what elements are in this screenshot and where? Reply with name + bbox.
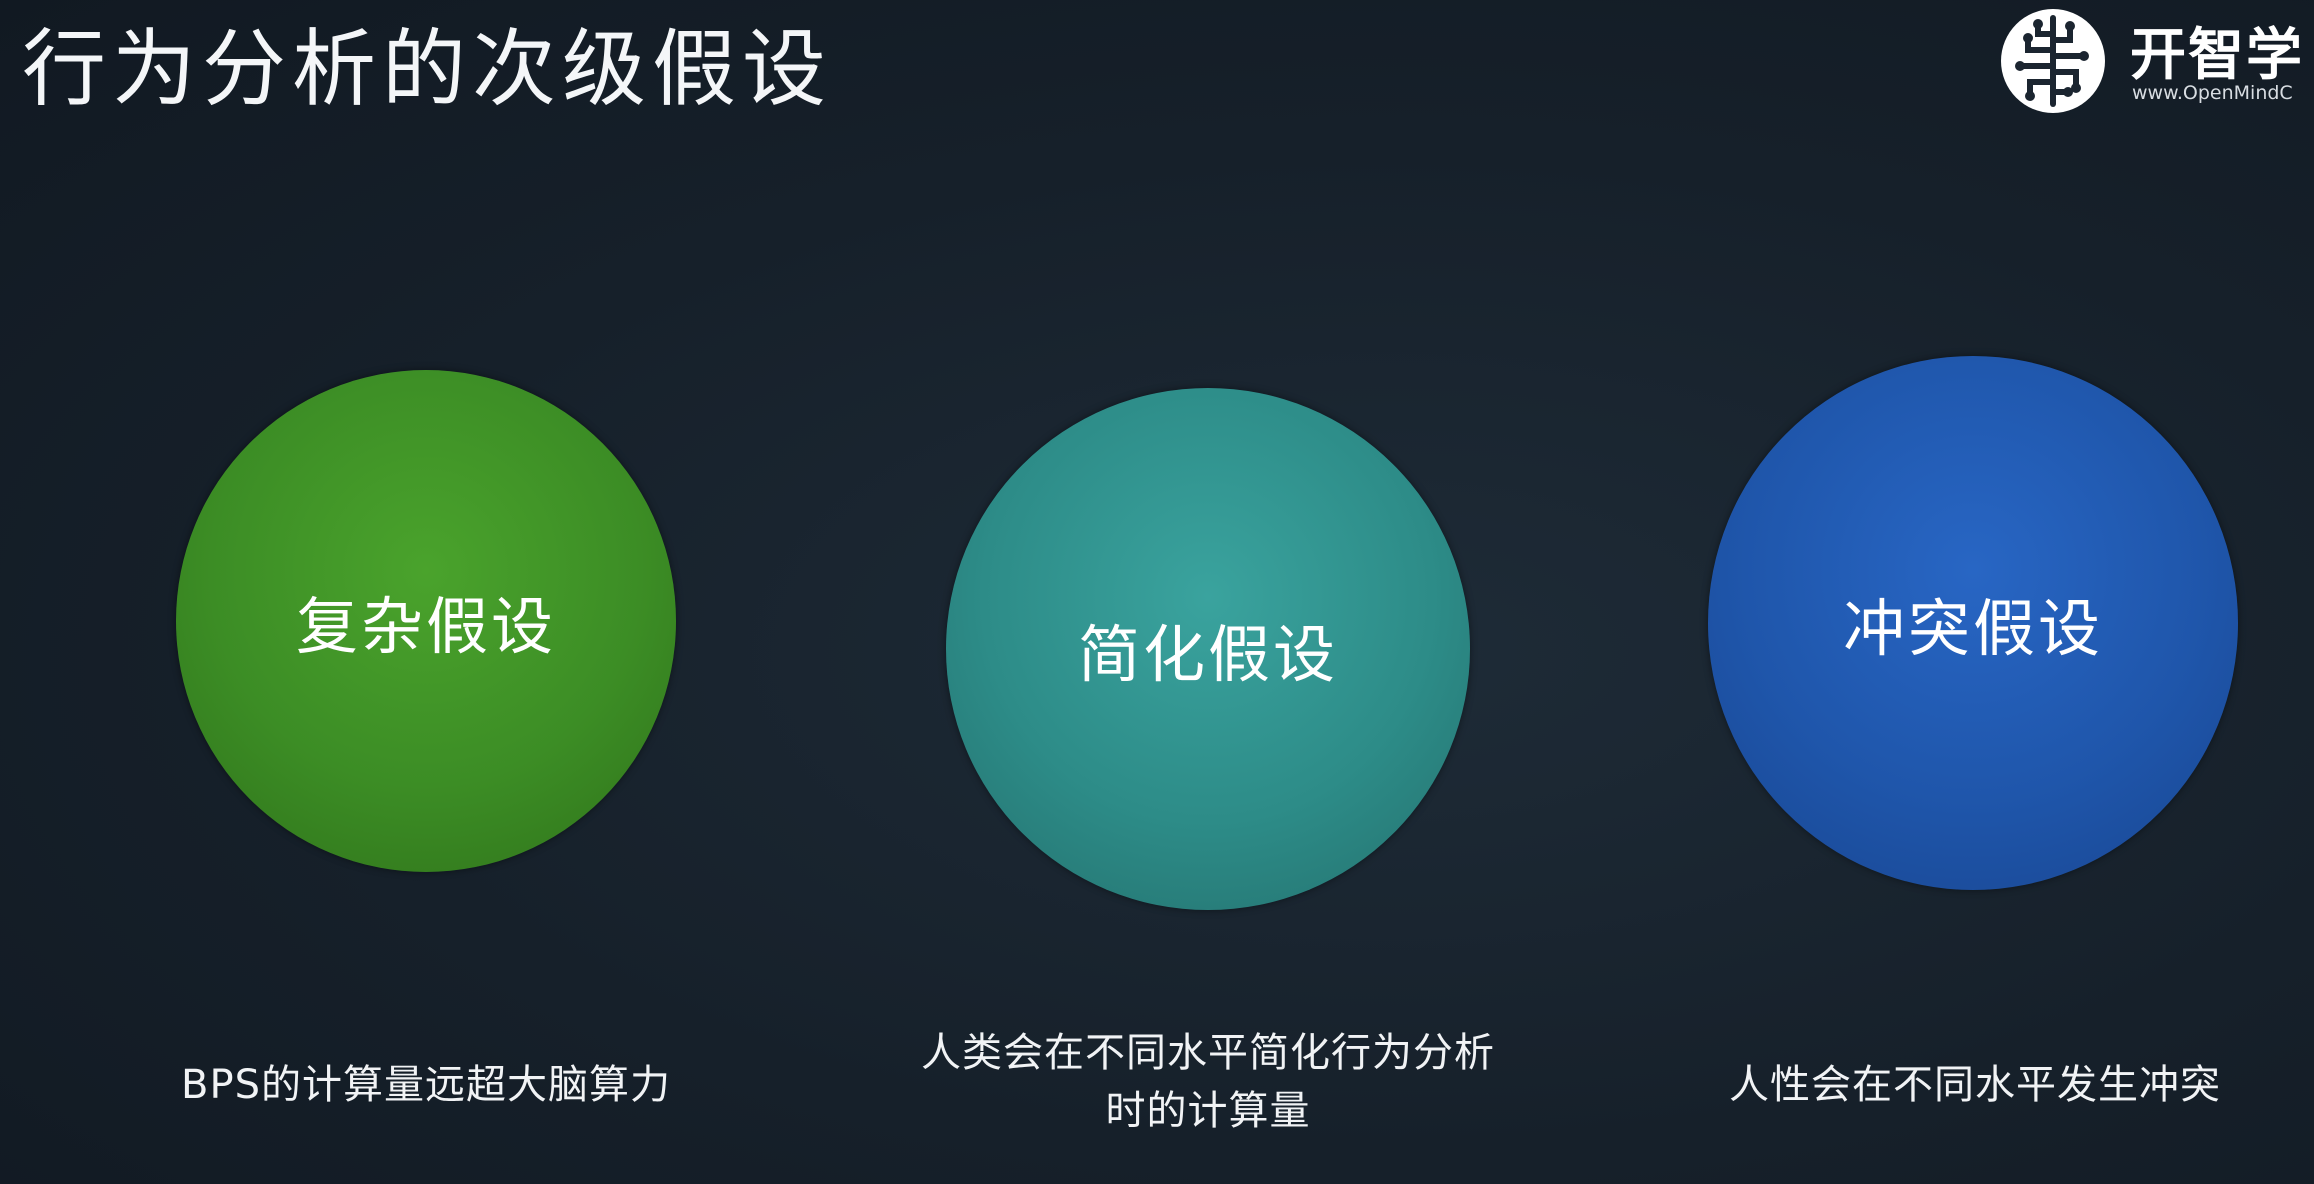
caption-conflict: 人性会在不同水平发生冲突: [1660, 1056, 2290, 1114]
caption-text: BPS的计算量远超大脑算力: [181, 1062, 671, 1108]
caption-line: 人类会在不同水平简化行为分析: [921, 1030, 1495, 1076]
brand-logo: 开智学 www.OpenMindC: [1990, 0, 2314, 120]
circle-label: 冲突假设: [1842, 592, 2103, 665]
circle-label: 简化假设: [1077, 618, 1338, 691]
complex-hypothesis-circle: 复杂假设: [176, 370, 676, 872]
brain-icon: [2001, 9, 2105, 113]
conflict-hypothesis-circle: 冲突假设: [1708, 356, 2238, 890]
caption-complex: BPS的计算量远超大脑算力: [96, 1056, 756, 1114]
caption-line: 时的计算量: [1105, 1088, 1311, 1134]
circle-label: 复杂假设: [295, 590, 556, 663]
logo-url: www.OpenMindC: [2132, 82, 2293, 104]
caption-text: 人性会在不同水平发生冲突: [1729, 1062, 2221, 1108]
slide-title: 行为分析的次级假设: [22, 20, 833, 118]
logo-name: 开智学: [2130, 23, 2304, 88]
caption-simplified: 人类会在不同水平简化行为分析 时的计算量: [848, 1024, 1568, 1140]
simplified-hypothesis-circle: 简化假设: [946, 388, 1470, 910]
